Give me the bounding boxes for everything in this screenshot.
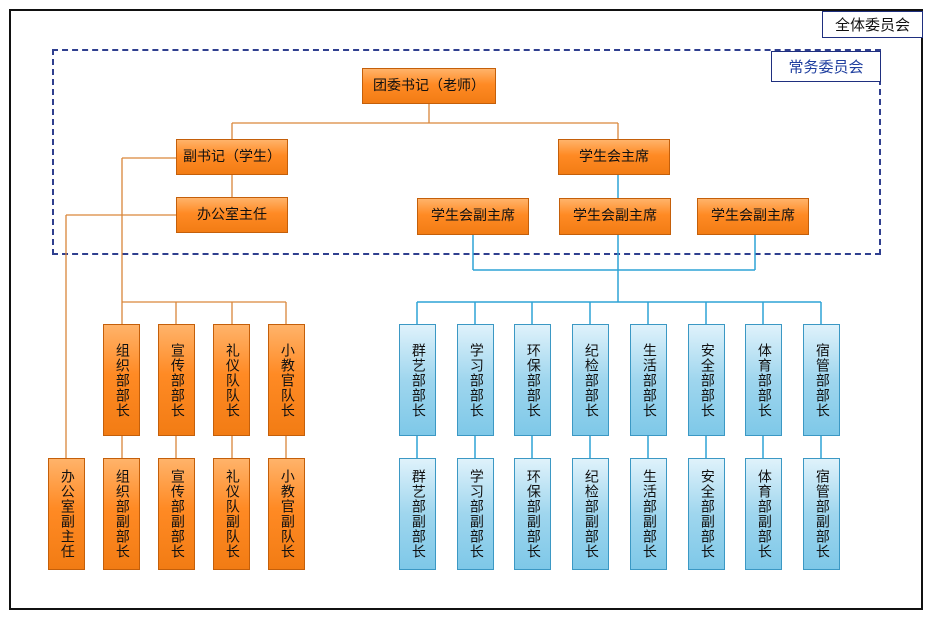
blue-head-node: 学习部部长 xyxy=(457,324,494,436)
blue-head-node: 纪检部部长 xyxy=(572,324,609,436)
deputy-secretary-node: 副书记（学生） xyxy=(176,139,288,175)
blue-head-node: 体育部部长 xyxy=(745,324,782,436)
blue-deputy-node: 学习部副部长 xyxy=(457,458,494,570)
sc-vice-chairman-node: 学生会副主席 xyxy=(697,198,809,235)
blue-connectors xyxy=(416,175,822,458)
full-committee-label: 全体委员会 xyxy=(822,11,923,38)
full-committee-frame xyxy=(9,9,923,610)
standing-committee-label: 常务委员会 xyxy=(771,51,881,82)
orange-deputy-node: 办公室副主任 xyxy=(48,458,85,570)
sc-vice-chairman-node: 学生会副主席 xyxy=(559,198,671,235)
blue-head-node: 环保部部长 xyxy=(514,324,551,436)
blue-head-node: 生活部部长 xyxy=(630,324,667,436)
sc-chairman-node: 学生会主席 xyxy=(558,139,670,175)
blue-deputy-node: 安全部副部长 xyxy=(688,458,725,570)
secretary-node: 团委书记（老师） xyxy=(362,68,496,104)
blue-deputy-node: 群艺部副部长 xyxy=(399,458,436,570)
blue-deputy-node: 环保部副部长 xyxy=(514,458,551,570)
orange-head-node: 礼仪队队长 xyxy=(213,324,250,436)
blue-head-node: 安全部部长 xyxy=(688,324,725,436)
orange-deputy-node: 组织部副部长 xyxy=(103,458,140,570)
blue-deputy-node: 生活部副部长 xyxy=(630,458,667,570)
blue-deputy-node: 纪检部副部长 xyxy=(572,458,609,570)
orange-deputy-node: 宣传部副部长 xyxy=(158,458,195,570)
blue-deputy-node: 体育部副部长 xyxy=(745,458,782,570)
orange-deputy-node: 礼仪队副队长 xyxy=(213,458,250,570)
blue-head-node: 宿管部部长 xyxy=(803,324,840,436)
sc-vice-chairman-node: 学生会副主席 xyxy=(417,198,529,235)
standing-committee-frame xyxy=(52,49,881,255)
orange-deputy-node: 小教官副队长 xyxy=(268,458,305,570)
office-director-node: 办公室主任 xyxy=(176,197,288,233)
orange-head-node: 小教官队长 xyxy=(268,324,305,436)
orange-connectors xyxy=(65,104,619,458)
orange-head-node: 组织部部长 xyxy=(103,324,140,436)
orange-head-node: 宣传部部长 xyxy=(158,324,195,436)
blue-head-node: 群艺部部长 xyxy=(399,324,436,436)
blue-deputy-node: 宿管部副部长 xyxy=(803,458,840,570)
